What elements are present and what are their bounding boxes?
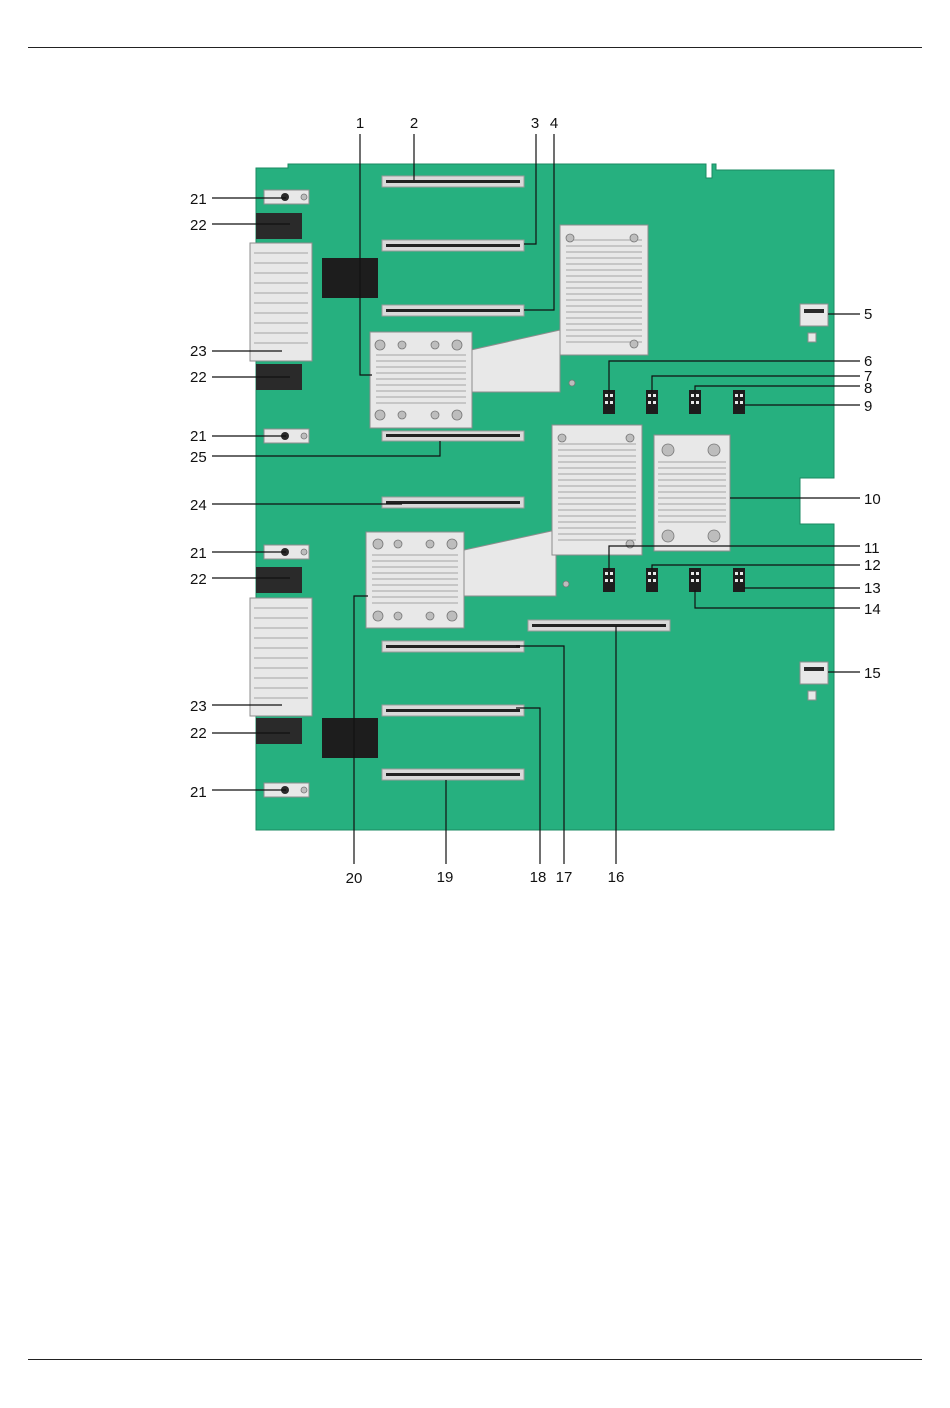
- callout-8: 8: [864, 380, 872, 397]
- callout-14: 14: [864, 601, 881, 618]
- pwr-9: [733, 390, 745, 414]
- callout-11: 11: [864, 540, 880, 557]
- slot-2: [382, 176, 524, 187]
- callout-15: 15: [864, 665, 881, 682]
- callout-22b: 22: [190, 369, 207, 386]
- callout-22c: 22: [190, 571, 207, 588]
- callout-22a: 22: [190, 217, 207, 234]
- slot-24: [382, 497, 524, 508]
- callout-21c: 21: [190, 545, 207, 562]
- callout-21a: 21: [190, 191, 207, 208]
- pwr-8: [689, 390, 701, 414]
- pwr-11: [603, 568, 615, 592]
- callout-22d: 22: [190, 725, 207, 742]
- callout-24: 24: [190, 497, 207, 514]
- pwr-14: [689, 568, 701, 592]
- slot-17: [382, 641, 524, 652]
- callout-5: 5: [864, 306, 872, 323]
- callout-23a: 23: [190, 343, 207, 360]
- callout-16: 16: [608, 869, 625, 886]
- callout-21b: 21: [190, 428, 207, 445]
- callout-25: 25: [190, 449, 207, 466]
- callout-13: 13: [864, 580, 881, 597]
- slot-4: [382, 305, 524, 316]
- callout-18: 18: [530, 869, 547, 886]
- callout-23b: 23: [190, 698, 207, 715]
- slot-16: [528, 620, 670, 631]
- callout-19: 19: [437, 869, 454, 886]
- slot-25: [382, 431, 524, 441]
- callout-2: 2: [410, 115, 418, 132]
- slot-18: [382, 705, 524, 716]
- slot-3: [382, 240, 524, 251]
- callout-10: 10: [864, 491, 881, 508]
- callout-9: 9: [864, 398, 872, 415]
- pwr-12: [646, 568, 658, 592]
- callout-20: 20: [346, 870, 363, 887]
- pwr-7: [646, 390, 658, 414]
- callout-17: 17: [556, 869, 573, 886]
- callout-3: 3: [531, 115, 539, 132]
- callout-4: 4: [550, 115, 558, 132]
- callout-21d: 21: [190, 784, 207, 801]
- chipset-heatsink: [654, 435, 730, 551]
- pwr-6: [603, 390, 615, 414]
- callout-12: 12: [864, 557, 881, 574]
- pwr-13: [733, 568, 745, 592]
- callout-1: 1: [356, 115, 364, 132]
- slot-19: [382, 769, 524, 780]
